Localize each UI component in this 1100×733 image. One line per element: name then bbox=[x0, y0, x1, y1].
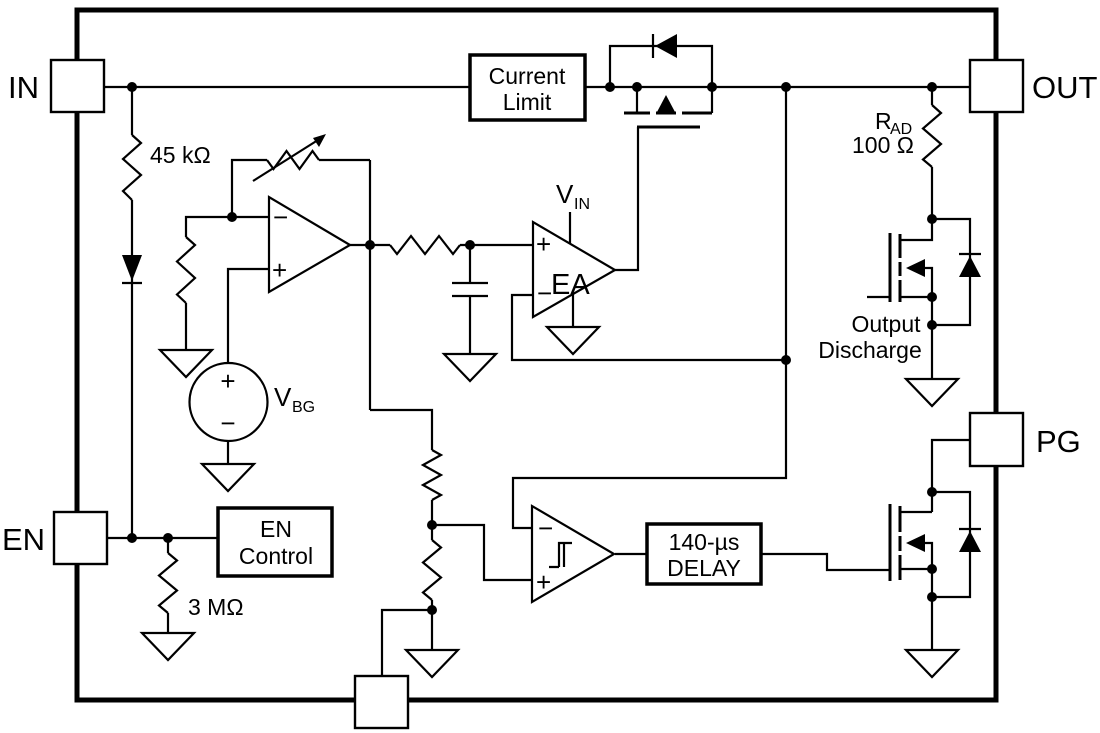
junction-dots bbox=[127, 82, 937, 615]
en-pin bbox=[52, 510, 109, 566]
junction-dot bbox=[427, 520, 437, 530]
body-diode-wire bbox=[608, 44, 714, 87]
ground-symbol bbox=[157, 348, 215, 379]
comparator-minus: − bbox=[538, 513, 553, 543]
rad-label-symbol: R bbox=[875, 108, 892, 134]
junction-dot bbox=[127, 533, 137, 543]
hysteresis-icon bbox=[549, 541, 572, 569]
vbg-plus: + bbox=[220, 366, 235, 396]
junction-dot bbox=[427, 605, 437, 615]
input-clamp-diode bbox=[122, 255, 142, 285]
pin-boxes bbox=[49, 58, 1025, 730]
ea-label: EA bbox=[551, 269, 590, 301]
pg-pin bbox=[968, 411, 1025, 468]
resistor-45k-label: 45 kΩ bbox=[150, 142, 211, 168]
device-boundary bbox=[74, 7, 999, 703]
delay-block: 140-µs DELAY bbox=[645, 522, 763, 586]
ea-minus: − bbox=[537, 278, 552, 308]
en-control-label-1: EN bbox=[260, 516, 292, 542]
ground-symbol bbox=[544, 325, 602, 356]
pg-fet-body-arrow bbox=[906, 534, 925, 552]
vin-label-symbol: V bbox=[556, 179, 574, 209]
en-control-label-2: Control bbox=[239, 543, 313, 569]
bandgap-amp-plus: + bbox=[272, 255, 287, 285]
variable-resistor-arrow bbox=[252, 139, 319, 182]
vbg-source: + − bbox=[188, 361, 269, 443]
resistor-3m bbox=[157, 552, 179, 614]
junction-dot bbox=[365, 240, 375, 250]
junction-dot bbox=[605, 82, 615, 92]
junction-dot bbox=[127, 82, 137, 92]
out-pin bbox=[968, 58, 1025, 114]
ground-symbol bbox=[903, 648, 961, 679]
vbg-minus: − bbox=[220, 408, 235, 438]
junction-dot bbox=[927, 592, 937, 602]
resistor-rad bbox=[921, 104, 943, 168]
en-control-block: EN Control bbox=[216, 506, 334, 578]
current-limit-block: Current Limit bbox=[468, 53, 587, 122]
vbg-label-symbol: V bbox=[274, 382, 292, 412]
junction-dot bbox=[927, 487, 937, 497]
error-amplifier: + − EA bbox=[531, 220, 618, 319]
resistor-ea-input bbox=[389, 234, 461, 256]
output-discharge-label-2: Discharge bbox=[818, 337, 922, 363]
pass-fet bbox=[608, 34, 714, 129]
output-discharge-label-1: Output bbox=[851, 311, 921, 337]
discharge-body-diode bbox=[959, 256, 981, 277]
out-pin-label: OUT bbox=[1032, 70, 1098, 105]
capacitor bbox=[452, 281, 488, 298]
current-limit-label-2: Limit bbox=[503, 89, 552, 115]
bandgap-amplifier: − + bbox=[267, 195, 353, 294]
pass-body-diode bbox=[655, 34, 677, 58]
ground-symbol bbox=[903, 377, 961, 408]
ground-symbols bbox=[139, 325, 961, 679]
rad-label-subscript: AD bbox=[890, 121, 912, 138]
vbg-label-subscript: BG bbox=[292, 399, 315, 416]
junction-dot bbox=[707, 82, 717, 92]
junction-dot bbox=[632, 82, 642, 92]
labels: IN OUT EN PG 45 kΩ 3 MΩ R AD 100 Ω V IN … bbox=[2, 70, 1098, 620]
gnd-pin bbox=[353, 674, 410, 730]
pg-fet bbox=[888, 490, 981, 650]
junction-dot bbox=[781, 82, 791, 92]
delay-label-2: DELAY bbox=[667, 555, 741, 581]
resistor-45k bbox=[121, 134, 143, 201]
resistor-divider-bottom bbox=[421, 539, 443, 601]
ground-symbol bbox=[403, 648, 461, 679]
rad-label-value: 100 Ω bbox=[852, 132, 914, 158]
resistor-3m-label: 3 MΩ bbox=[188, 594, 244, 620]
resistor-bandgap-divider bbox=[175, 236, 197, 304]
junction-dot bbox=[927, 214, 937, 224]
current-limit-label-1: Current bbox=[489, 63, 566, 89]
en-pin-label: EN bbox=[2, 522, 45, 557]
junction-dot bbox=[927, 564, 937, 574]
ground-symbol bbox=[139, 631, 197, 662]
junction-dot bbox=[927, 320, 937, 330]
pg-pin-label: PG bbox=[1036, 424, 1081, 459]
in-pin-label: IN bbox=[8, 70, 39, 105]
comparator: − + bbox=[530, 504, 617, 604]
vin-label-subscript: IN bbox=[574, 196, 590, 213]
junction-dot bbox=[781, 355, 791, 365]
in-pin bbox=[49, 58, 106, 114]
ground-symbol bbox=[199, 462, 257, 493]
junction-dot bbox=[227, 212, 237, 222]
pg-body-diode bbox=[959, 531, 981, 552]
bandgap-amp-minus: − bbox=[273, 202, 288, 232]
junction-dot bbox=[465, 240, 475, 250]
output-discharge-fet bbox=[867, 217, 981, 379]
pass-fet-body-arrow bbox=[657, 95, 675, 112]
junction-dot bbox=[927, 292, 937, 302]
ea-plus: + bbox=[536, 229, 551, 259]
junction-dot bbox=[927, 82, 937, 92]
discharge-fet-body-arrow bbox=[906, 259, 925, 277]
ground-symbol bbox=[441, 352, 499, 383]
comparator-plus: + bbox=[536, 567, 551, 597]
resistor-divider-top bbox=[420, 449, 444, 501]
junction-dot bbox=[163, 533, 173, 543]
delay-label-1: 140-µs bbox=[669, 529, 740, 555]
